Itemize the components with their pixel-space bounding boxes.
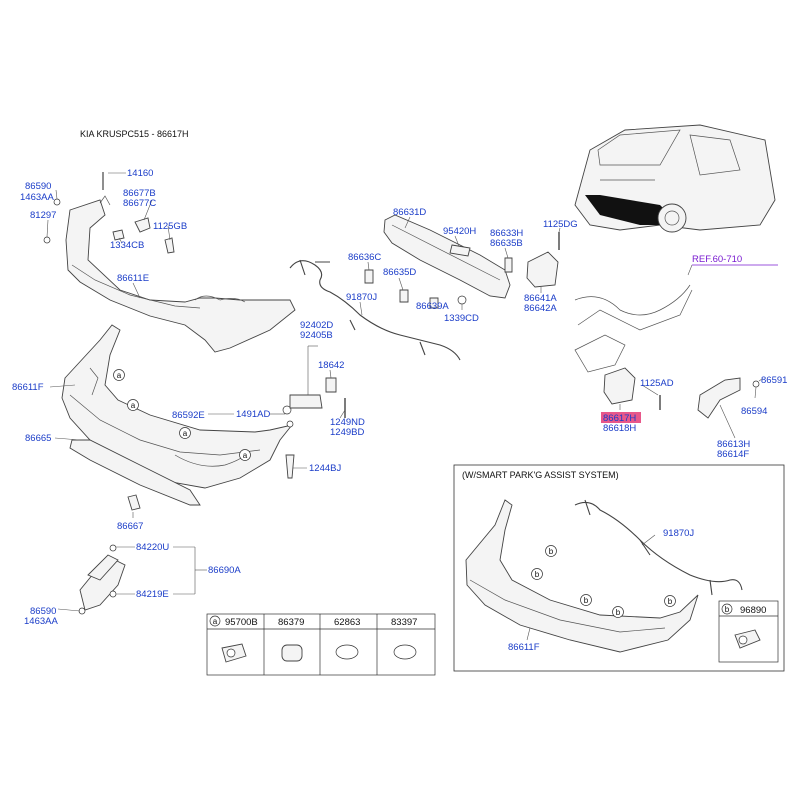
label-1249BD: 1249BD [330,427,364,438]
label-86665: 86665 [25,433,51,444]
label-86631D: 86631D [393,207,426,218]
label-1125DG: 1125DG [543,219,578,230]
seal-icon [335,644,359,660]
svg-text:b: b [616,608,621,617]
ref-label: REF.60-710 [692,254,742,265]
label-1491AD: 1491AD [236,409,270,420]
label-92402D: 92402D [300,320,333,331]
legend-header-1: 95700B [225,617,258,628]
body-panel-ref [574,284,693,373]
label-86635D: 86635D [383,267,416,278]
label-86592E: 86592E [172,410,205,421]
label-86611E: 86611E [117,273,149,284]
inset-title: (W/SMART PARK'G ASSIST SYSTEM) [462,470,619,480]
svg-text:a: a [243,451,248,460]
svg-text:a: a [213,617,218,626]
svg-text:a: a [117,371,122,380]
label-91870J-a: 91870J [346,292,377,303]
bracket-86613H [697,377,741,419]
fasteners-top-left [43,172,175,254]
label-1334CB: 1334CB [110,240,144,251]
label-91870J-b: 91870J [663,528,694,539]
wiring-harness-main [289,259,461,361]
inset-legend-box [718,600,779,663]
svg-text:a: a [183,429,188,438]
label-86617H: 86617H [603,413,636,424]
label-1339CD: 1339CD [444,313,479,324]
diagram-header: KIA KRUSPC515 - 86617H [80,129,189,139]
label-86677C: 86677C [123,198,156,209]
svg-text:b: b [668,597,673,606]
label-1244BJ: 1244BJ [309,463,341,474]
label-81297: 81297 [30,210,56,221]
label-86618H: 86618H [603,423,636,434]
bracket-86617H [603,367,636,405]
label-86639A: 86639A [416,301,449,312]
label-84220U: 84220U [136,542,169,553]
label-86633H: 86633H [490,228,523,239]
label-86611F-b: 86611F [508,642,540,653]
part-labels: 86590 1463AA 14160 86677B 86677C 81297 1… [12,168,787,653]
sensor-icon [734,629,761,649]
circle-callouts-a: a a a a [113,369,251,461]
inset-harness [574,499,743,596]
label-84219E: 84219E [136,589,169,600]
label-92405B: 92405B [300,330,333,341]
label-86642A: 86642A [524,303,557,314]
label-86635B: 86635B [490,238,523,249]
circle-callouts-b: b b b b b [531,545,676,618]
label-86677B: 86677B [123,188,156,199]
label-86636C: 86636C [348,252,381,263]
svg-text:b: b [725,605,730,614]
svg-text:b: b [549,547,554,556]
label-1463AA-a: 1463AA [20,192,54,203]
svg-text:b: b [584,596,589,605]
label-86690A: 86690A [208,565,241,576]
cover-86667 [127,494,141,511]
svg-text:a: a [131,401,136,410]
highlight-86617H [601,412,641,423]
bumper-skid-plate [69,439,201,506]
legend-header-3: 62863 [334,617,360,628]
bracket-86690A [79,554,126,611]
label-86667: 86667 [117,521,143,532]
label-86591: 86591 [761,375,787,386]
label-86590-b: 86590 [30,606,56,617]
label-1125AD: 1125AD [640,378,674,389]
legend-header-2: 86379 [278,617,304,628]
bumper-cover-upper [65,195,296,353]
label-1249ND: 1249ND [330,417,365,428]
label-14160: 14160 [127,168,153,179]
label-1463AA-b: 1463AA [24,616,58,627]
label-86641A: 86641A [524,293,557,304]
seal-ring-icon [393,644,417,660]
label-86594: 86594 [741,406,767,417]
legend-header-4: 83397 [391,617,417,628]
label-86611F-a: 86611F [12,382,44,393]
grommet-icon [281,644,303,662]
label-1125GB: 1125GB [153,221,187,232]
label-86613H: 86613H [717,439,750,450]
label-95420H: 95420H [443,226,476,237]
label-86590-a: 86590 [25,181,51,192]
rear-beam [383,214,511,299]
inset-bumper [465,499,699,653]
legend-table: a 95700B 86379 62863 83397 [206,613,436,676]
label-86614F: 86614F [717,449,749,460]
inset-legend-part: 96890 [740,605,766,616]
label-18642: 18642 [318,360,344,371]
svg-text:b: b [535,570,540,579]
car-rear-illustration [574,124,776,233]
inset-panel [453,464,785,672]
